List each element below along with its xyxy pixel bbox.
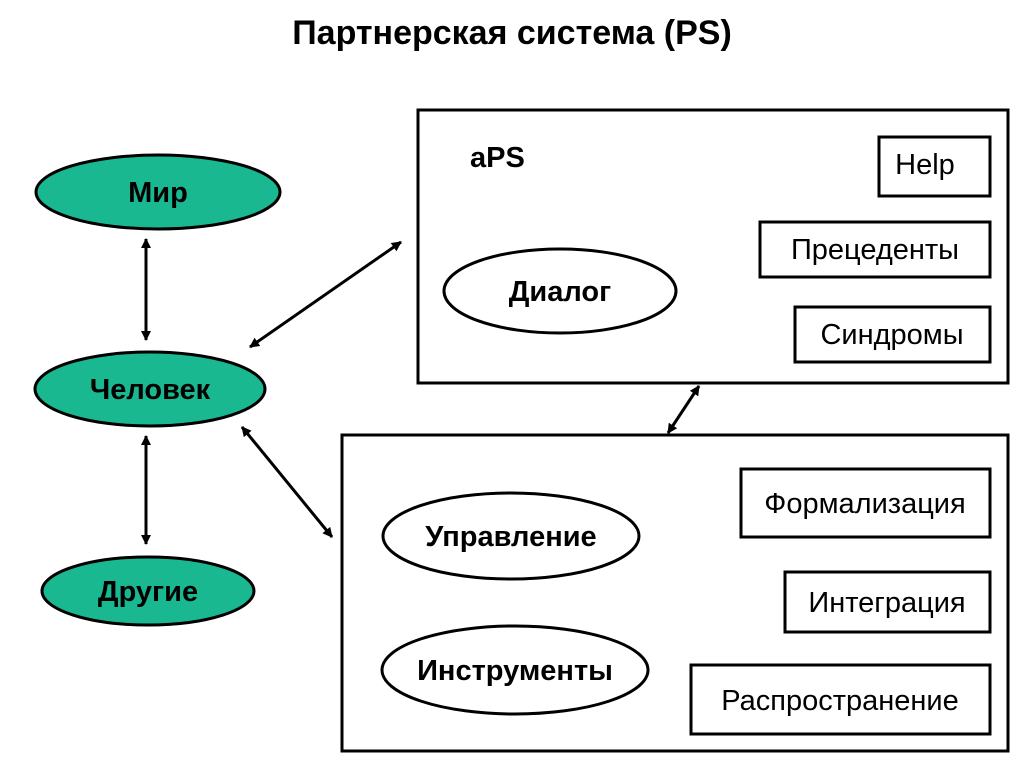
formalization-box: Формализация	[739, 467, 992, 539]
management-label: Управление	[425, 521, 596, 553]
node-others-label: Другие	[98, 576, 198, 608]
integration-label: Интеграция	[808, 587, 965, 619]
help-label: Help	[895, 149, 955, 181]
node-others: Другие	[40, 555, 256, 627]
arrow-human-aps	[249, 240, 402, 349]
integration-box: Интеграция	[783, 570, 992, 634]
management-node: Управление	[381, 491, 641, 581]
dialog-label: Диалог	[509, 276, 611, 308]
node-world: Мир	[34, 153, 282, 231]
page-title: Партнерская система (PS)	[292, 14, 732, 52]
lower-block: Управление Инструменты Формализация Инте…	[340, 433, 1010, 753]
distribution-label: Распространение	[721, 685, 959, 717]
node-human-label: Человек	[90, 374, 211, 406]
node-human: Человек	[33, 350, 267, 428]
syndromes-box: Синдромы	[793, 305, 992, 364]
aps-block: aPS Диалог Help Прецеденты Синдромы	[416, 108, 1010, 385]
syndromes-label: Синдромы	[820, 319, 963, 351]
help-box: Help	[877, 135, 992, 198]
dialog-node: Диалог	[442, 247, 678, 335]
arrow-human-lower-block	[240, 426, 334, 538]
precedents-box: Прецеденты	[758, 220, 992, 279]
precedents-label: Прецеденты	[791, 234, 959, 266]
formalization-label: Формализация	[764, 488, 965, 520]
tools-node: Инструменты	[380, 624, 650, 716]
aps-heading: aPS	[470, 142, 525, 174]
distribution-box: Распространение	[689, 663, 992, 736]
tools-label: Инструменты	[417, 655, 613, 687]
arrow-aps-lower-block	[666, 385, 701, 434]
node-world-label: Мир	[128, 177, 188, 209]
